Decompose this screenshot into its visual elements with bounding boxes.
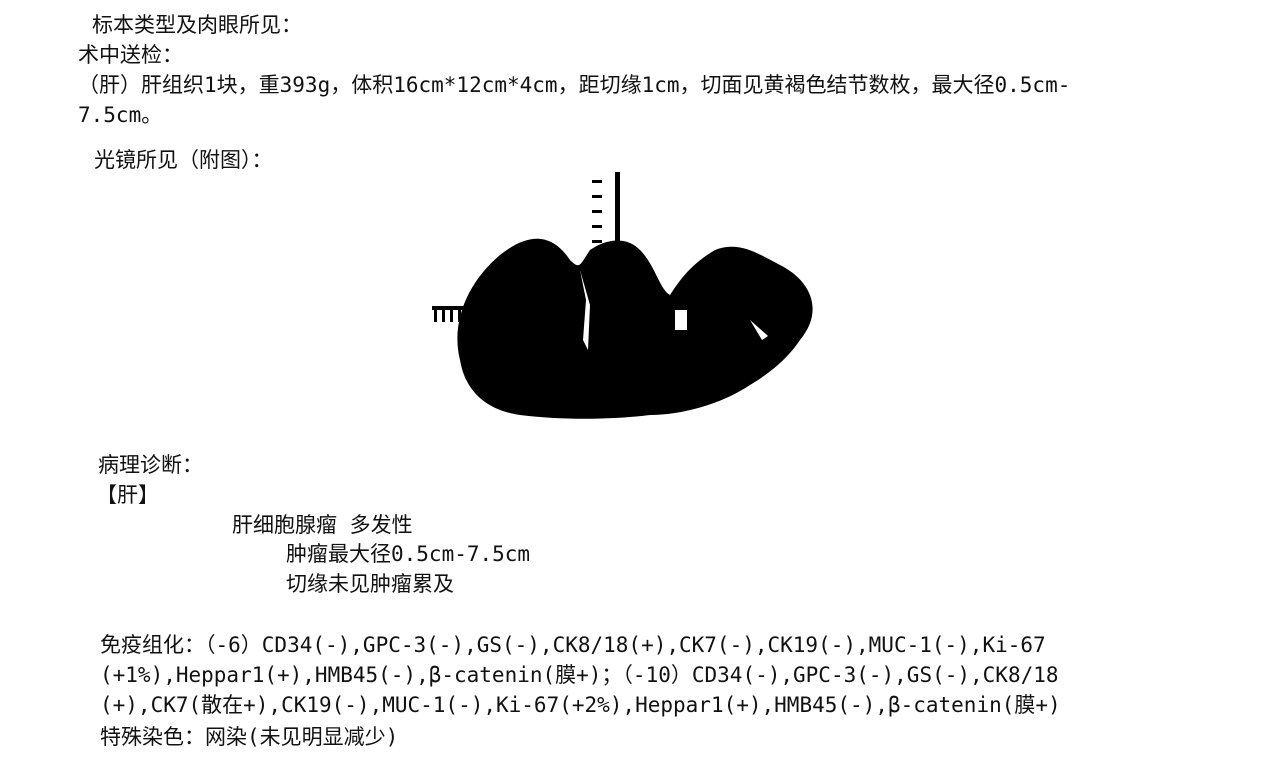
microscopy-heading: 光镜所见（附图）： bbox=[94, 148, 273, 172]
diagnosis-detail-size: 肿瘤最大径0.5cm-7.5cm bbox=[286, 542, 531, 566]
diagnosis-detail-margin: 切缘未见肿瘤累及 bbox=[286, 572, 454, 596]
ihc-line3: (+),CK7(散在+),CK19(-),MUC-1(-),Ki-67(+2%)… bbox=[100, 693, 1061, 717]
liver-specimen-silhouette bbox=[457, 238, 813, 419]
ihc-line2: (+1%),Heppar1(+),HMB45(-),β-catenin(膜+)；… bbox=[100, 663, 1059, 687]
specimen-photo bbox=[432, 172, 813, 419]
gross-subheading: 术中送检： bbox=[78, 43, 183, 67]
diagnosis-organ: 【肝】 bbox=[96, 483, 159, 507]
ruler-ticks-vertical bbox=[592, 180, 602, 243]
ihc-line1: 免疫组化：（-6）CD34(-),GPC-3(-),GS(-),CK8/18(+… bbox=[100, 633, 1046, 657]
ruler-horizontal bbox=[432, 306, 472, 310]
diagnosis-main: 肝细胞腺瘤 多发性 bbox=[232, 513, 413, 537]
special-stain: 特殊染色：网染(未见明显减少) bbox=[100, 725, 399, 749]
gross-description-line1: （肝）肝组织1块，重393g，体积16cm*12cm*4cm，距切缘1cm，切面… bbox=[78, 73, 1071, 97]
gross-description-line2: 7.5cm。 bbox=[78, 103, 163, 127]
diagnosis-heading: 病理诊断： bbox=[98, 453, 203, 477]
gross-heading: 标本类型及肉眼所见： bbox=[92, 13, 302, 37]
ruler-ticks-horizontal bbox=[434, 310, 461, 322]
